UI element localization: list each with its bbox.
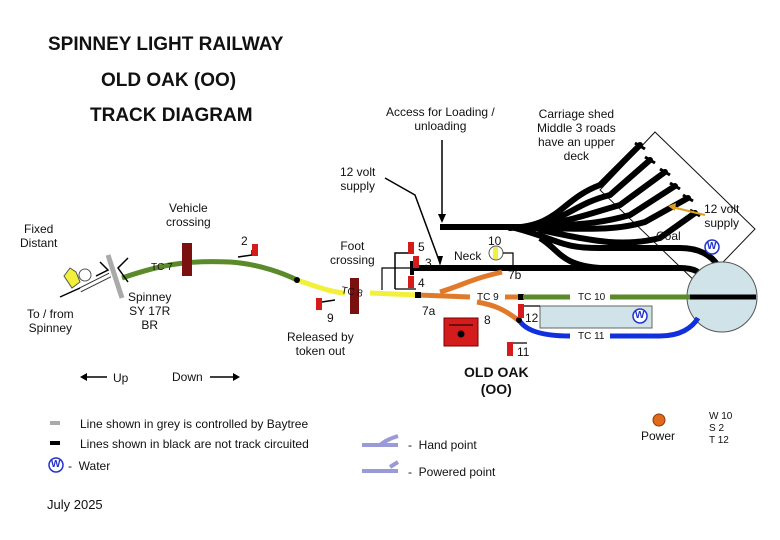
- legend-black-text: Lines shown in black are not track circu…: [80, 437, 309, 451]
- signal-2-label: 2: [241, 234, 248, 248]
- count-s: S 2: [709, 423, 725, 434]
- track-7b-link: [439, 269, 503, 295]
- platform: [539, 305, 653, 329]
- legend-hand-point-text: - Hand point: [408, 438, 477, 452]
- water-icon-turntable: [704, 239, 720, 255]
- neck-label: Neck: [454, 249, 482, 263]
- count-t: T 12: [709, 435, 729, 446]
- station-label: OLD OAK (OO): [464, 364, 529, 397]
- vehicle-crossing: [182, 243, 192, 276]
- spinney-label: Spinney SY 17R BR: [128, 290, 172, 332]
- track-to-12: [476, 299, 520, 322]
- signal-3-label: 3: [425, 256, 432, 270]
- fixed-distant-label: Fixed Distant: [20, 222, 58, 250]
- signal-9: [316, 298, 336, 310]
- tc9-label: TC 9: [477, 292, 499, 303]
- signal-5-label: 5: [418, 240, 425, 254]
- legend-grey-swatch: [50, 421, 60, 425]
- signal-5: [408, 242, 414, 254]
- track-tc8b: [369, 290, 419, 298]
- signal-9-label: 9: [327, 311, 334, 325]
- legend-water-text: - Water: [68, 459, 111, 473]
- point-7b-label: 7b: [508, 268, 522, 282]
- point-10-label: 10: [488, 234, 502, 248]
- track-tc7: [121, 259, 299, 283]
- baytree-grey-line: [105, 254, 125, 299]
- coal-label: Coal: [656, 229, 681, 243]
- water-letter: W: [635, 310, 645, 321]
- tc10-label: TC 10: [578, 292, 606, 303]
- coal-road: [514, 225, 721, 268]
- to-from-label: To / from Spinney: [27, 307, 74, 335]
- water-icon-platform: [632, 308, 648, 324]
- legend-power-icon: [652, 413, 666, 427]
- count-w: W 10: [709, 411, 733, 422]
- track-tc9: [417, 292, 471, 300]
- signal-4: [408, 276, 414, 288]
- signal-12: [518, 304, 524, 318]
- legend-powered-point-icon: [362, 460, 400, 473]
- legend-water-icon: [48, 457, 64, 473]
- up-label: Up: [113, 371, 129, 385]
- vehicle-crossing-label: Vehicle crossing: [166, 201, 211, 229]
- title-diagram: TRACK DIAGRAM: [90, 105, 253, 126]
- legend-black-swatch: [50, 441, 60, 445]
- water-letter: W: [51, 459, 61, 470]
- carriage-shed-label: Carriage shed Middle 3 roads have an upp…: [537, 107, 616, 163]
- legend-grey-text: Line shown in grey is controlled by Bayt…: [80, 417, 309, 431]
- foot-crossing-label: Foot crossing: [330, 239, 375, 267]
- access-label: Access for Loading / unloading: [386, 105, 495, 133]
- signal-3: [413, 256, 419, 268]
- down-label: Down: [172, 370, 203, 384]
- foot-crossing: [350, 278, 359, 314]
- released-label: Released by token out: [287, 330, 354, 358]
- supply-label-left: 12 volt supply: [340, 165, 376, 193]
- signal-11-label: 11: [517, 345, 530, 359]
- water-letter: W: [707, 241, 717, 252]
- signal-11: [507, 342, 513, 356]
- signal-2: [237, 244, 258, 258]
- signal-12-label: 12: [525, 311, 539, 325]
- point-8-label: 8: [484, 313, 491, 327]
- title-station: OLD OAK (OO): [101, 70, 237, 91]
- track-tc8: [296, 277, 346, 296]
- signal-4-label: 4: [418, 276, 425, 290]
- tc7-label: TC 7: [151, 262, 173, 273]
- legend-hand-point-icon: [362, 434, 399, 447]
- tc11-label: TC 11: [578, 331, 605, 342]
- legend-powered-point-text: - Powered point: [408, 465, 496, 479]
- date-label: July 2025: [47, 497, 103, 512]
- title-railway: SPINNEY LIGHT RAILWAY: [48, 34, 284, 55]
- legend-power-text: Power: [641, 429, 676, 443]
- point-7a-label: 7a: [422, 304, 436, 318]
- supply-label-right: 12 volt supply: [704, 202, 740, 230]
- fixed-distant-signal: [63, 267, 81, 289]
